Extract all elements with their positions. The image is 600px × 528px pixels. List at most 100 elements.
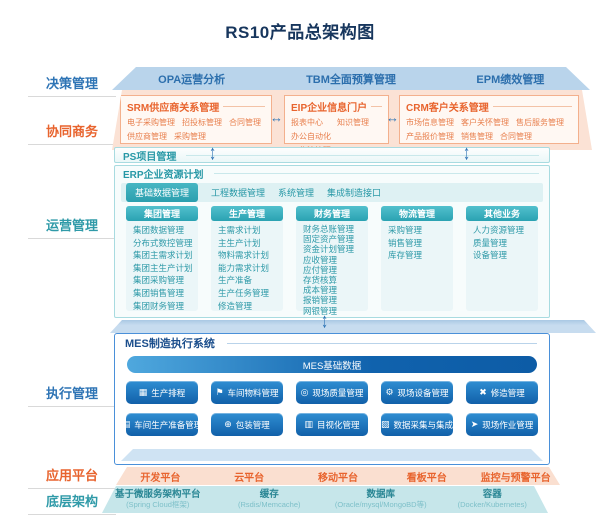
eip-item: 知识管理	[337, 118, 369, 127]
sync-arrow-icon: ↔	[386, 110, 399, 125]
application-platform-item: 云平台	[234, 472, 265, 484]
side-label-infrastructure: 底层架构	[28, 491, 116, 515]
erp-box: ERP企业资源计划 基础数据管理 工程数据管理 系统管理 集成制造接口 集团管理…	[114, 165, 550, 318]
mes-button-label: 现场质量管理	[312, 387, 364, 398]
package-globe-icon: ⊕	[224, 419, 232, 429]
erp-module-item: 生产准备	[218, 275, 253, 286]
crm-item: 售后服务管理	[516, 118, 564, 127]
mes-button[interactable]: ⚑ 车间物料管理	[211, 381, 283, 404]
erp-module-item: 固定资产管理	[303, 234, 355, 245]
decision-item: OPA运营分析	[158, 73, 226, 86]
erp-column-production: 生产管理 主需求计划主生产计划物料需求计划能力需求计划生产准备生产任务管理修造管…	[211, 206, 283, 311]
erp-module-item: 资金计划管理	[303, 244, 355, 255]
erp-module-item: 修造管理	[218, 300, 253, 311]
tab-system[interactable]: 系统管理	[278, 188, 315, 198]
crm-title: CRM客户关系管理	[400, 96, 578, 115]
erp-module-item: 库存管理	[388, 250, 423, 261]
erp-module-item: 能力需求计划	[218, 262, 270, 273]
mes-button[interactable]: ✖ 修造管理	[466, 381, 538, 404]
decision-item: EPM绩效管理	[476, 73, 545, 86]
mes-button[interactable]: ➤ 现场作业管理	[466, 413, 538, 436]
sync-arrow-icon: ↔	[270, 110, 283, 125]
erp-module-item: 成本管理	[303, 285, 338, 296]
divider	[28, 96, 116, 97]
mes-button-row-2: ▤ 车间生产准备管理 ⊕ 包装管理 ▥ 目视化管理 ▧ 数据采集与集成	[122, 413, 538, 436]
tab-basic-data[interactable]: 基础数据管理	[126, 183, 199, 202]
crm-item: 客户关怀管理	[461, 118, 509, 127]
mes-button-label: 包装管理	[235, 419, 270, 430]
quality-magnifier-icon: ◎	[300, 387, 309, 397]
mes-button-label: 车间物料管理	[227, 387, 279, 398]
erp-module-item: 生产任务管理	[218, 287, 270, 298]
srm-item: 采购管理	[174, 132, 206, 141]
infrastructure-banner: 基于微服务架构平台 (Spring Cloud框架) 缓存 (Rsdis/Mem…	[102, 486, 548, 513]
erp-module-item: 应付管理	[303, 264, 338, 275]
data-collection-icon: ▧	[380, 419, 390, 429]
field-operation-pointer-icon: ➤	[470, 419, 479, 429]
application-platform-item: 看板平台	[406, 472, 447, 484]
side-label-application: 应用平台	[28, 465, 116, 489]
collaboration-banner: SRM供应商关系管理 电子采购管理招投标管理合同管理供应商管理采购管理 ↔ EI…	[112, 90, 592, 150]
side-label-decision: 决策管理	[28, 73, 116, 97]
srm-item: 合同管理	[229, 118, 261, 127]
erp-module-item: 主需求计划	[218, 225, 261, 235]
infrastructure-item: 缓存 (Rsdis/Memcache)	[237, 488, 301, 509]
erp-module-item: 集团财务管理	[133, 300, 185, 311]
erp-module-item: 销售管理	[388, 237, 423, 248]
erp-module-item: 采购管理	[388, 225, 423, 235]
divider	[28, 488, 116, 489]
erp-module-item: 质量管理	[473, 237, 508, 248]
mes-button[interactable]: ▤ 车间生产准备管理	[122, 413, 202, 436]
vertical-sync-arrow-icon: ↕	[209, 140, 216, 164]
erp-module-item: 集团销售管理	[133, 287, 185, 298]
application-platform-item: 开发平台	[140, 472, 181, 484]
erp-column-logistics: 物流管理 采购管理销售管理库存管理	[381, 206, 453, 311]
visualization-screen-icon: ▥	[304, 419, 313, 429]
erp-column-group: 集团管理 集团数据管理分布式数控管理集团主需求计划集团主生产计划集团采购管理集团…	[126, 206, 198, 311]
eip-item: 报表中心	[291, 118, 323, 127]
srm-item: 电子采购管理	[127, 118, 175, 127]
mes-button-label: 目视化管理	[317, 419, 360, 430]
erp-module-item: 集团采购管理	[133, 275, 185, 286]
tab-engineering-data[interactable]: 工程数据管理	[211, 188, 266, 198]
crm-item: 市场信息管理	[406, 118, 454, 127]
repair-tools-icon: ✖	[479, 387, 487, 397]
mes-base-data-bar: MES基础数据	[127, 356, 537, 373]
crm-item: 合同管理	[500, 132, 532, 141]
mes-button-label: 车间生产准备管理	[134, 419, 203, 430]
tab-integration-interface[interactable]: 集成制造接口	[327, 188, 382, 198]
mes-button[interactable]: ▦ 生产排程	[126, 381, 198, 404]
decision-item: TBM全面预算管理	[306, 73, 396, 86]
erp-module-item: 人力资源管理	[473, 225, 525, 235]
mes-button-label: 现场作业管理	[482, 419, 534, 430]
vertical-sync-arrow-icon: ↕	[463, 140, 470, 164]
side-label-collaboration: 协同商务	[28, 121, 116, 145]
divider	[28, 238, 116, 239]
erp-module-item: 网银管理	[303, 305, 338, 316]
divider	[28, 514, 116, 515]
eip-item: 办公自动化	[291, 132, 331, 141]
page-title: RS10产品总架构图	[225, 23, 375, 42]
mes-button-row-1: ▦ 生产排程 ⚑ 车间物料管理 ◎ 现场质量管理 ⚙ 现场设备管理	[126, 381, 538, 404]
mes-button[interactable]: ▥ 目视化管理	[296, 413, 368, 436]
application-banner: 开发平台云平台移动平台看板平台监控与预警平台	[116, 467, 560, 485]
mes-button[interactable]: ◎ 现场质量管理	[296, 381, 368, 404]
erp-module-item: 集团主需求计划	[133, 250, 193, 261]
erp-mes-3d-band	[110, 320, 596, 333]
equipment-gear-icon: ⚙	[385, 387, 394, 397]
srm-title: SRM供应商关系管理	[121, 96, 271, 115]
mes-button-label: 现场设备管理	[397, 387, 449, 398]
erp-module-item: 主生产计划	[218, 237, 261, 248]
divider	[28, 144, 116, 145]
mes-button[interactable]: ⚙ 现场设备管理	[381, 381, 453, 404]
mes-button[interactable]: ▧ 数据采集与集成	[381, 413, 453, 436]
erp-tab-bar: 基础数据管理 工程数据管理 系统管理 集成制造接口	[121, 183, 543, 202]
ps-project-box: PS项目管理	[114, 147, 550, 163]
mes-title: MES制造执行系统	[115, 334, 549, 352]
eip-box: EIP企业信息门户 报表中心知识管理办公自动化工作流管理	[284, 95, 389, 144]
erp-module-item: 存货核算	[303, 275, 338, 286]
erp-column-other: 其他业务 人力资源管理质量管理设备管理	[466, 206, 538, 311]
mes-button[interactable]: ⊕ 包装管理	[211, 413, 283, 436]
application-platform-item: 移动平台	[317, 472, 358, 484]
